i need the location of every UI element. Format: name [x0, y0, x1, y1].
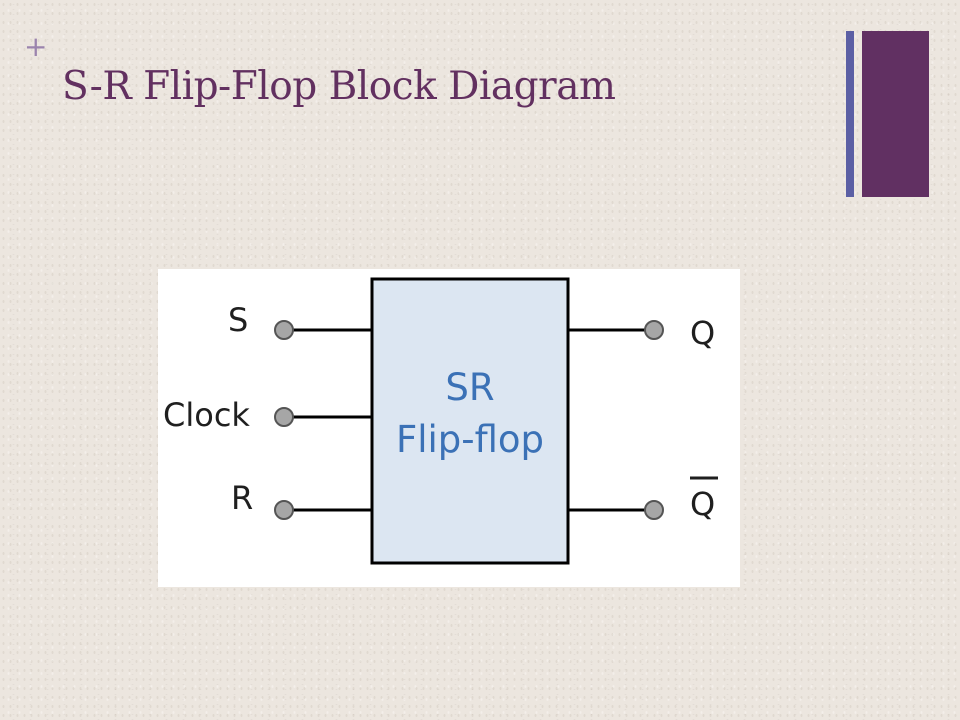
title-bullet: +	[24, 30, 48, 63]
input-label-r: R	[231, 479, 253, 517]
slide-title: S-R Flip-Flop Block Diagram	[62, 64, 616, 109]
terminal-r	[274, 500, 294, 520]
accent-bar-thick	[862, 31, 929, 197]
block-label-line1: SR	[445, 366, 494, 409]
output-label-q-bar: Q	[690, 485, 715, 523]
sr-flip-flop-diagram: SR Flip-flop S Clock R Q Q	[163, 277, 718, 565]
terminal-s	[274, 320, 294, 340]
diagram-panel: SR Flip-flop S Clock R Q Q	[158, 269, 740, 587]
input-label-s: S	[228, 301, 248, 339]
terminal-clock	[274, 407, 294, 427]
terminal-q	[644, 320, 664, 340]
input-label-clock: Clock	[163, 396, 250, 434]
output-label-q: Q	[690, 314, 715, 352]
terminal-q-bar	[644, 500, 664, 520]
block-label-line2: Flip-flop	[396, 418, 544, 461]
flip-flop-block	[370, 277, 570, 565]
accent-bar-thin	[846, 31, 854, 197]
